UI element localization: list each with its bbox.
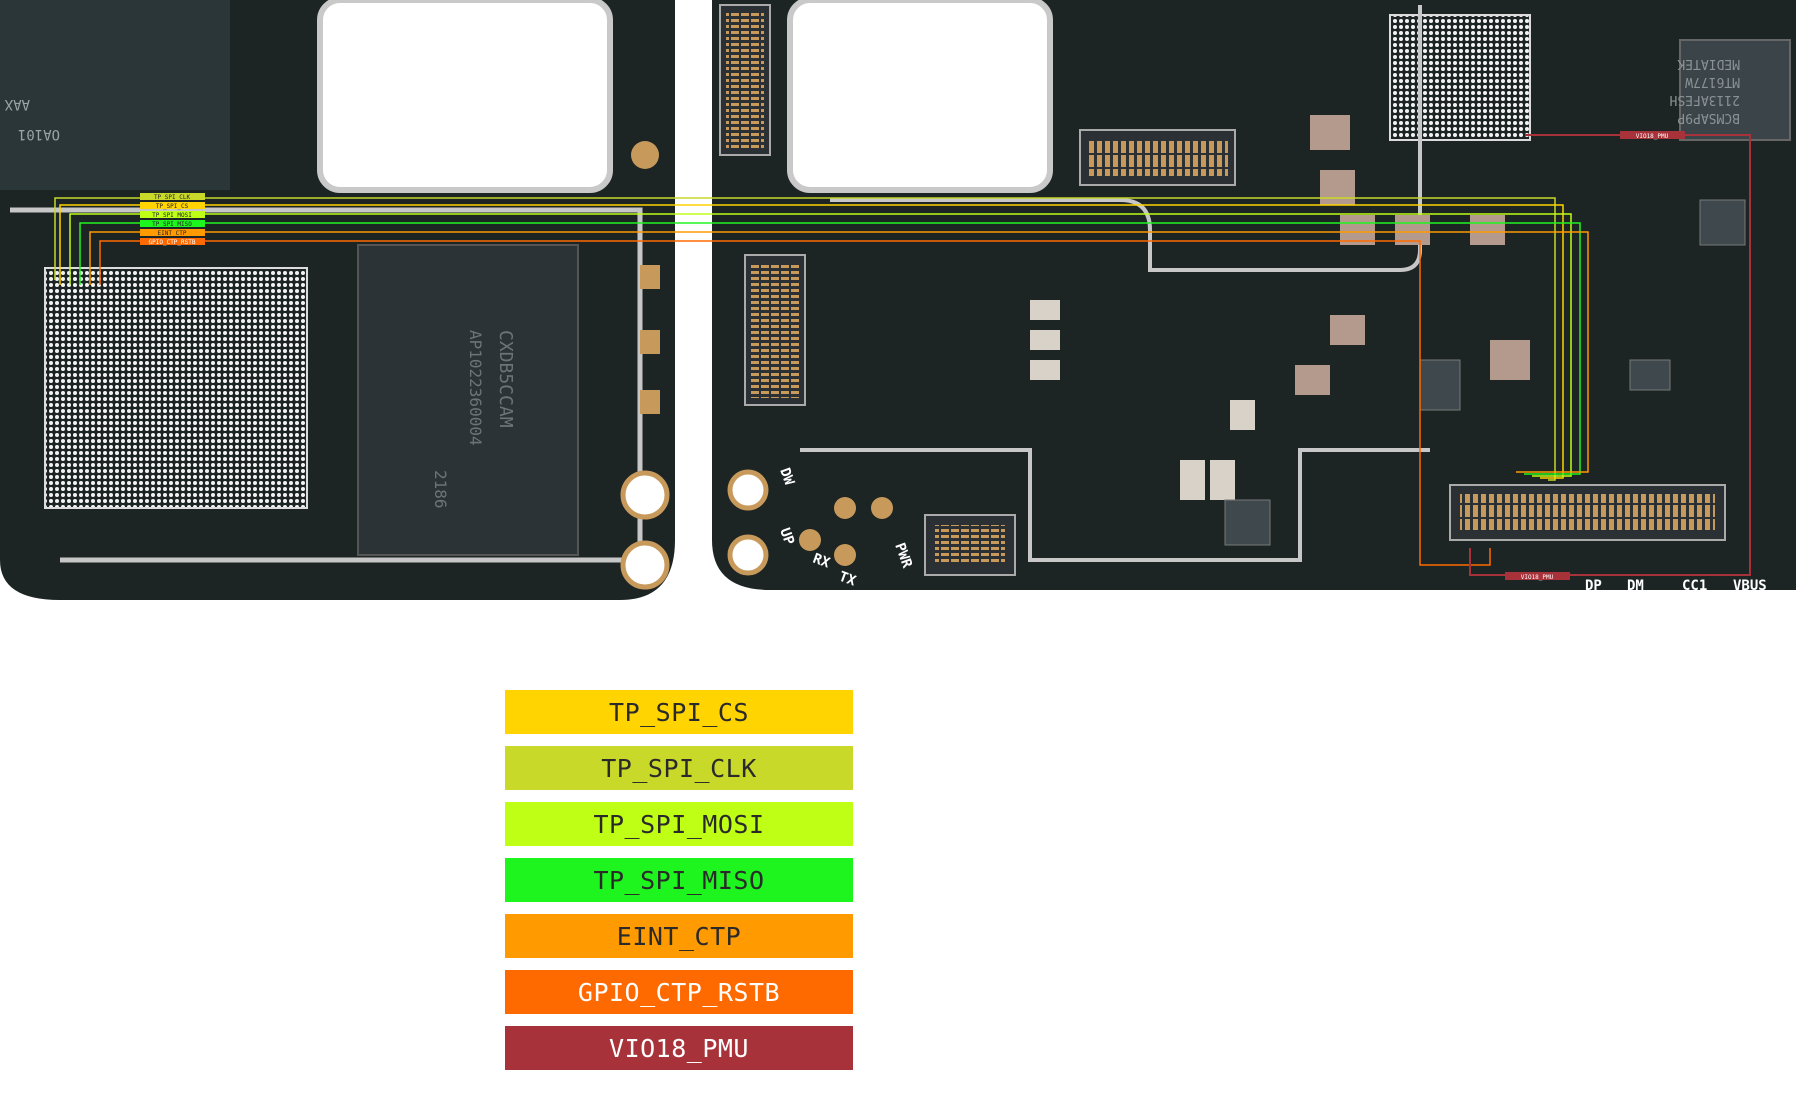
- pad-label-dw: DW: [776, 466, 797, 488]
- memory-chip-label-2: AP1022360004: [466, 330, 485, 446]
- legend-label: TP_SPI_MOSI: [593, 809, 765, 839]
- legend-item-tp-spi-clk: TP_SPI_CLK: [505, 746, 853, 790]
- tag-tp-spi-cs: TP_SPI_CS: [156, 203, 189, 210]
- legend-item-vio18-pmu: VIO18_PMU: [505, 1026, 853, 1070]
- memory-chip-label-3: 2186: [431, 470, 450, 509]
- legend-label: GPIO_CTP_RSTB: [577, 977, 781, 1007]
- legend-item-tp-spi-mosi: TP_SPI_MOSI: [505, 802, 853, 846]
- memory-chip: [357, 244, 579, 556]
- left-board-half: CXDB5CCAM AP1022360004 2186 AAX OA101: [0, 0, 675, 600]
- trace-tp-spi-miso: [79, 222, 1581, 475]
- pmic-label-1: MEDIATEK: [1677, 56, 1740, 71]
- tag-gpio-ctp-rstb: GPIO_CTP_RSTB: [149, 239, 196, 246]
- trace-eint-ctp: [89, 231, 1589, 473]
- pmic-label-4: BCMSAP9P: [1677, 110, 1740, 125]
- right-board-half: MEDIATEK MT6177W 2113AFESH BCMSAP9P: [712, 0, 1796, 594]
- legend-item-gpio-ctp-rstb: GPIO_CTP_RSTB: [505, 970, 853, 1014]
- pin-label-dm: DM: [1627, 578, 1644, 594]
- pin-label-dp: DP: [1585, 578, 1602, 594]
- silkscreen-oa101: OA101: [18, 126, 60, 142]
- tag-tp-spi-clk: TP_SPI_CLK: [154, 194, 191, 201]
- legend-label: TP_SPI_MISO: [593, 865, 765, 895]
- bga-chip-right: [1389, 14, 1531, 141]
- tag-eint-ctp: EINT_CTP: [158, 230, 187, 237]
- pin-label-cc1: CC1: [1682, 578, 1707, 594]
- pin-label-vbus: VBUS: [1733, 578, 1767, 594]
- memory-chip-label-1: CXDB5CCAM: [495, 330, 516, 428]
- trace-tp-spi-mosi: [69, 213, 1572, 477]
- legend-item-tp-spi-miso: TP_SPI_MISO: [505, 858, 853, 902]
- silkscreen-aax: AAX: [4, 96, 30, 112]
- tag-vio18-pmu-bottom: VIO18_PMU: [1521, 574, 1554, 581]
- tag-vio18-pmu-top: VIO18_PMU: [1636, 133, 1669, 140]
- legend-item-eint-ctp: EINT_CTP: [505, 914, 853, 958]
- legend-label: EINT_CTP: [616, 921, 742, 951]
- legend-item-tp-spi-cs: TP_SPI_CS: [505, 690, 853, 734]
- signal-legend: TP_SPI_CS TP_SPI_CLK TP_SPI_MOSI TP_SPI_…: [505, 690, 853, 1082]
- pad-label-up: UP: [776, 526, 797, 547]
- pmic-label-3: 2113AFESH: [1670, 92, 1740, 107]
- signal-tags-left: TP_SPI_CLK TP_SPI_CS TP_SPI_MOSI TP_SPI_…: [140, 193, 205, 246]
- test-pad-dw: [727, 469, 769, 511]
- signal-traces: [54, 134, 1751, 576]
- pmic-label-2: MT6177W: [1685, 74, 1740, 89]
- legend-label: TP_SPI_CS: [609, 697, 749, 727]
- tag-tp-spi-mosi: TP_SPI_MOSI: [152, 212, 192, 219]
- legend-label: VIO18_PMU: [609, 1033, 749, 1063]
- trace-tp-spi-clk: [54, 197, 1556, 481]
- tag-tp-spi-miso: TP_SPI_MISO: [152, 221, 192, 228]
- legend-label: TP_SPI_CLK: [601, 753, 757, 783]
- pcb-board-photo: CXDB5CCAM AP1022360004 2186 AAX OA101 ME…: [0, 0, 1796, 600]
- trace-tp-spi-cs: [59, 204, 1564, 479]
- mediatek-pmic: [1679, 39, 1791, 141]
- trace-gpio-ctp-rstb: [99, 240, 1491, 566]
- bga-processor: [44, 267, 308, 509]
- pad-label-tx: TX: [837, 569, 859, 590]
- pad-label-rx: RX: [811, 551, 833, 572]
- test-pad-up: [727, 534, 769, 576]
